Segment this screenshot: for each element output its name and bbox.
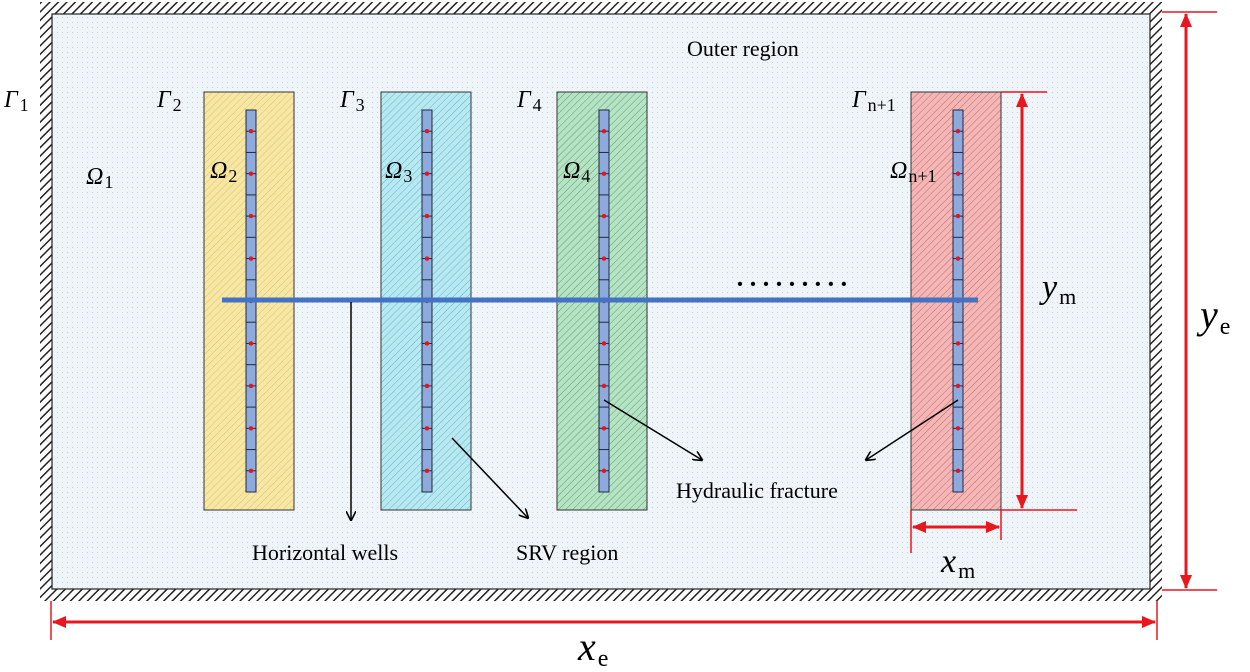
perforation-dot — [601, 213, 607, 219]
perforation-dot — [248, 256, 254, 261]
perforation-dot — [955, 383, 961, 389]
perforation-dot — [955, 426, 961, 431]
perforation-dot — [248, 213, 254, 219]
srv-region-label: SRV region — [516, 540, 618, 565]
ye-label: ye — [1196, 292, 1230, 340]
perforation-dot — [601, 171, 607, 176]
perforation-dot — [248, 341, 254, 346]
perforation-dot — [424, 213, 430, 219]
xe-label: xe — [577, 624, 608, 672]
omega-1-label: Ω1 — [86, 164, 113, 192]
continuation-dots: ········· — [734, 264, 851, 304]
perforation-dot — [424, 468, 430, 473]
perforation-dot — [955, 341, 961, 346]
ym-label: ym — [1039, 269, 1076, 309]
perforation-dot — [248, 426, 254, 431]
omega-2-label: Ω2 — [210, 158, 237, 186]
boundary-hatch-left — [40, 2, 52, 601]
perforation-dot — [424, 129, 430, 134]
perforation-dot — [601, 129, 607, 134]
perforation-dot — [601, 468, 607, 473]
perforation-dot — [248, 383, 254, 389]
boundary-hatch-right — [1150, 2, 1162, 601]
perforation-dot — [248, 129, 254, 134]
outer-region-label: Outer region — [687, 36, 799, 61]
omega-4-label: Ω4 — [563, 158, 590, 186]
perforation-dot — [955, 213, 961, 219]
boundary-hatch-bottom — [40, 589, 1162, 601]
hydraulic-fracture-label: Hydraulic fracture — [676, 478, 838, 503]
perforation-dot — [601, 256, 607, 261]
perforation-dot — [424, 426, 430, 431]
perforation-dot — [248, 171, 254, 176]
perforation-dot — [955, 468, 961, 473]
perforation-dot — [955, 129, 961, 134]
perforation-dot — [248, 468, 254, 473]
perforation-dot — [601, 341, 607, 346]
omega-3-label: Ω3 — [385, 158, 412, 186]
perforation-dot — [424, 171, 430, 176]
horizontal-wells-label: Horizontal wells — [252, 540, 398, 565]
perforation-dot — [955, 256, 961, 261]
arrow-srv-region — [451, 437, 528, 518]
xm-label: xm — [940, 543, 975, 583]
perforation-dot — [955, 171, 961, 176]
perforation-dot — [424, 383, 430, 389]
omega-n1-label: Ωn+1 — [890, 158, 937, 186]
perforation-dot — [601, 383, 607, 389]
perforation-dot — [424, 256, 430, 261]
arrow-hydraulic-fracture-left — [603, 399, 702, 460]
perforation-dot — [601, 426, 607, 431]
boundary-hatch-top — [40, 2, 1162, 14]
perforation-dot — [424, 341, 430, 346]
arrow-hydraulic-fracture-right — [866, 399, 959, 460]
